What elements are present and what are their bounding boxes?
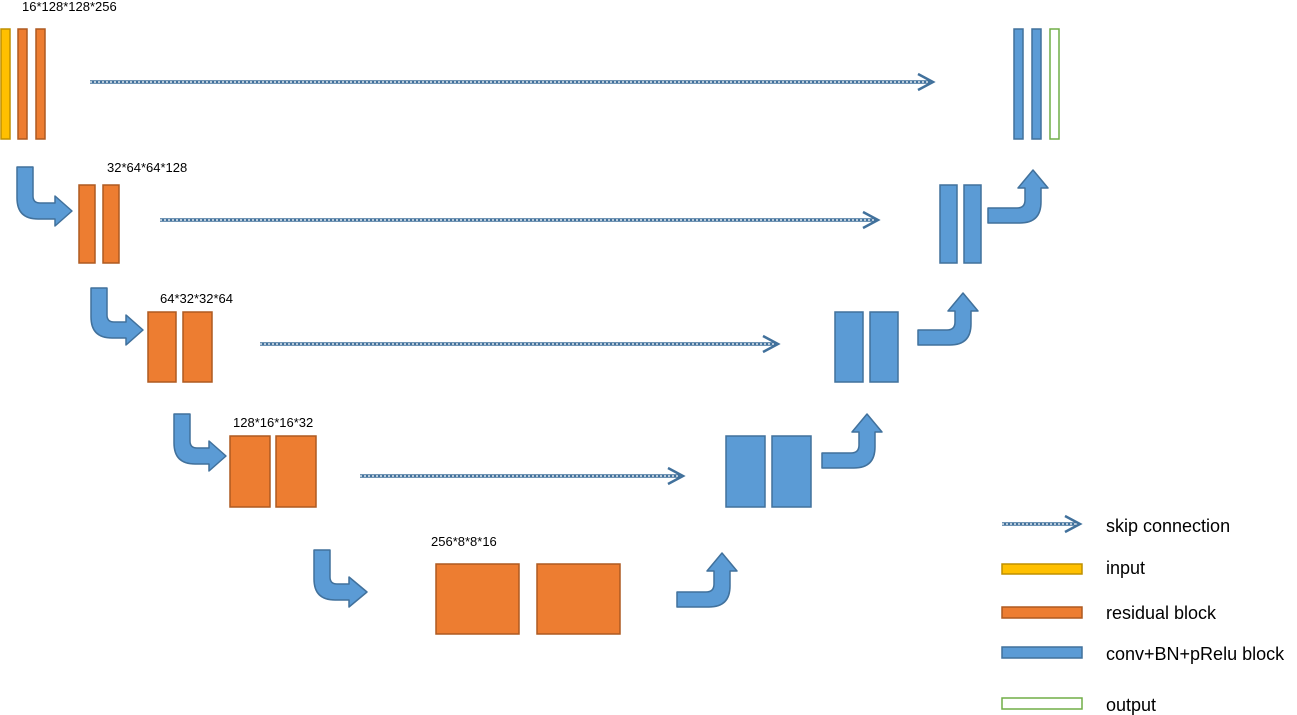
downsample-arrow <box>173 413 227 472</box>
decoder-level-1 <box>939 184 982 264</box>
residual-block <box>147 311 177 383</box>
legend-label-skip-connection: skip connection <box>1106 516 1230 536</box>
legend-item-input: input <box>1001 558 1145 578</box>
upsample-arrow <box>917 292 979 346</box>
residual-block <box>102 184 120 264</box>
level-2-dimension-label: 64*32*32*64 <box>160 291 233 306</box>
upsample-arrow <box>821 413 883 469</box>
downsample-arrow <box>16 166 73 227</box>
legend-swatch-output <box>1001 697 1083 710</box>
skip-connection-arrow <box>360 466 686 486</box>
decoder-level-2 <box>834 311 899 383</box>
residual-block <box>182 311 213 383</box>
encoder-level-2: 64*32*32*64 <box>147 291 233 383</box>
level-1-dimension-label: 32*64*64*128 <box>107 160 187 175</box>
legend-label-output: output <box>1106 695 1156 715</box>
residual-block <box>35 28 46 140</box>
skip-connection-arrow <box>90 72 936 92</box>
conv-block <box>869 311 899 383</box>
residual-block <box>229 435 271 508</box>
legend-label-input: input <box>1106 558 1145 578</box>
downsample-arrows <box>16 166 368 608</box>
conv-block <box>963 184 982 264</box>
skip-connection-arrow <box>260 334 781 354</box>
level-0-dimension-label: 16*128*128*256 <box>22 0 117 14</box>
conv-block <box>1013 28 1024 140</box>
decoder-level-3 <box>725 435 812 508</box>
level-4-dimension-label: 256*8*8*16 <box>431 534 497 549</box>
residual-block <box>17 28 28 140</box>
downsample-arrow <box>313 549 368 608</box>
level-3-dimension-label: 128*16*16*32 <box>233 415 313 430</box>
legend-label-conv-block: conv+BN+pRelu block <box>1106 644 1285 664</box>
conv-block <box>834 311 864 383</box>
conv-block <box>725 435 766 508</box>
legend-label-residual-block: residual block <box>1106 603 1217 623</box>
encoder-level-3: 128*16*16*32 <box>229 415 317 508</box>
legend-item-residual-block: residual block <box>1001 603 1217 623</box>
output-block <box>1049 28 1060 140</box>
upsample-arrows <box>676 169 1049 608</box>
skip-connection-arrow <box>160 210 881 230</box>
conv-block <box>939 184 958 264</box>
legend-item-skip-connection: skip connection <box>1002 514 1230 536</box>
residual-block <box>435 563 520 635</box>
skip-connections <box>90 72 936 486</box>
residual-block <box>536 563 621 635</box>
bottleneck-level-4: 256*8*8*16 <box>431 534 621 635</box>
legend-swatch-residual <box>1001 606 1083 619</box>
conv-block <box>1031 28 1042 140</box>
legend-swatch-conv <box>1001 646 1083 659</box>
downsample-arrow <box>90 287 144 346</box>
legend-item-conv-block: conv+BN+pRelu block <box>1001 644 1285 664</box>
input-block <box>0 28 11 140</box>
residual-block <box>275 435 317 508</box>
upsample-arrow <box>676 552 738 608</box>
conv-block <box>771 435 812 508</box>
decoder-level-0 <box>1013 28 1060 140</box>
encoder-level-0: 16*128*128*256 <box>0 0 117 140</box>
residual-block <box>78 184 96 264</box>
encoder-level-1: 32*64*64*128 <box>78 160 187 264</box>
legend: skip connection input residual block con… <box>1001 514 1285 715</box>
upsample-arrow <box>987 169 1049 224</box>
legend-swatch-input <box>1001 563 1083 575</box>
legend-item-output: output <box>1001 695 1156 715</box>
